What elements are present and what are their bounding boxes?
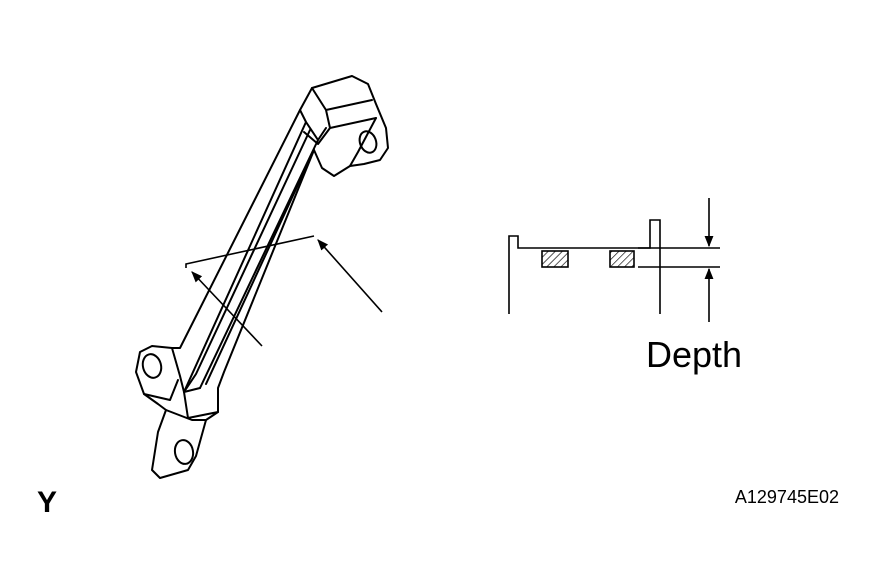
section-profile	[508, 219, 661, 314]
left-mounting-hole	[141, 353, 163, 379]
bracket-rail-back	[205, 149, 315, 385]
bracket-part	[135, 75, 389, 479]
hatched-element-right	[609, 250, 635, 268]
section-arrow-right	[317, 239, 383, 313]
view-label: Y	[37, 486, 57, 519]
top-mounting-hole	[358, 130, 378, 154]
left-ear	[143, 379, 179, 401]
depth-label: Depth	[646, 334, 742, 375]
section-arrow-left	[191, 271, 263, 347]
top-ear	[349, 117, 377, 167]
section-line	[185, 235, 315, 268]
bracket-top-block	[303, 87, 377, 145]
bracket-rail-inner	[183, 127, 327, 393]
bracket-bottom-block	[171, 347, 219, 419]
figure-code: A129745E02	[735, 487, 839, 507]
bottom-mounting-hole	[173, 439, 195, 465]
section-detail: Depth	[508, 198, 742, 375]
bracket-rail-front	[183, 109, 319, 393]
bottom-ear	[165, 409, 207, 421]
section-indicator	[185, 235, 383, 347]
hatched-element-left	[541, 250, 569, 268]
